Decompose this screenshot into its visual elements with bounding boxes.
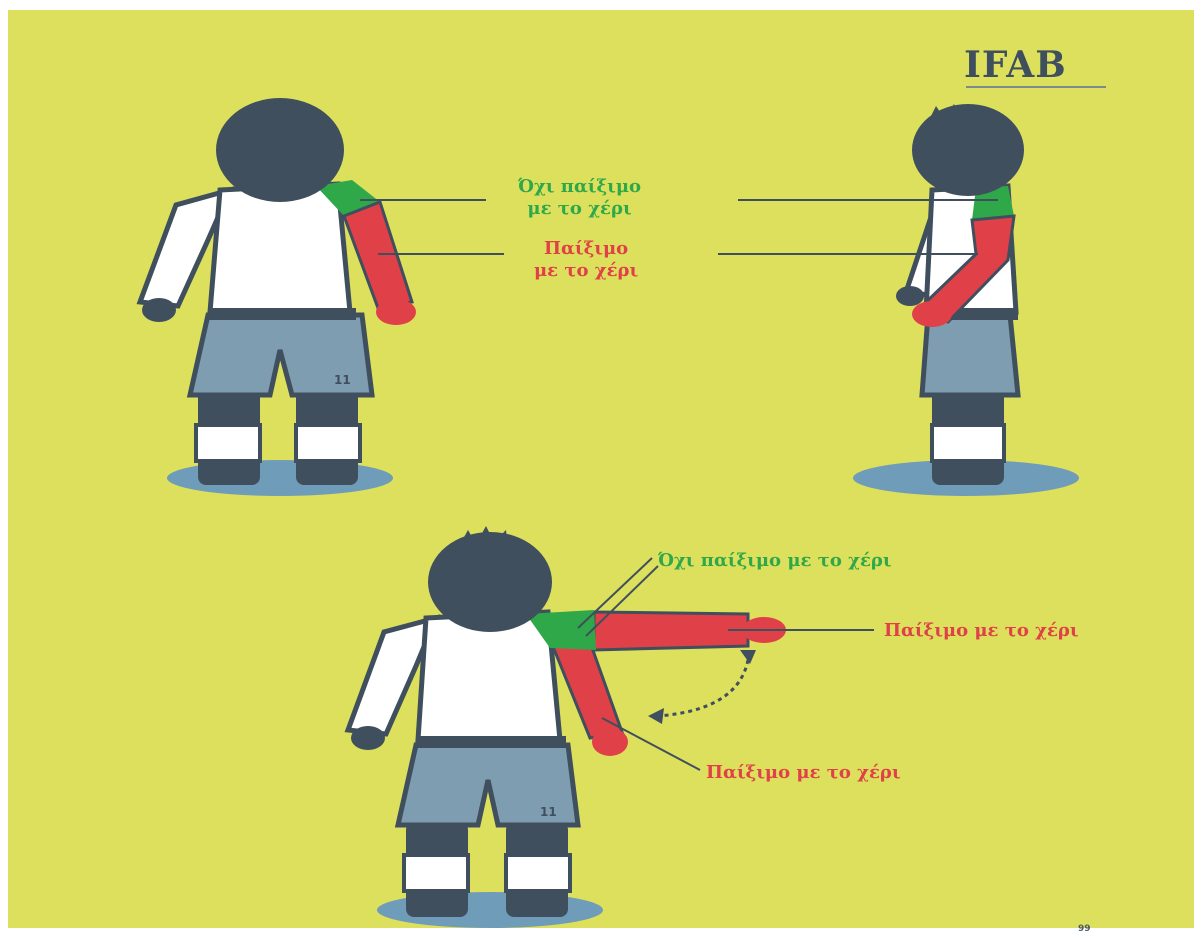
player-arm-raised-view: 11	[348, 526, 786, 928]
player-1-number: 11	[334, 373, 351, 387]
player-3-lowered-hand	[592, 728, 628, 756]
player-side-view	[853, 104, 1079, 496]
player-1-head	[216, 98, 344, 202]
player-2-back-hand	[896, 286, 924, 306]
label-handball-lowered: Παίξιμο με το χέρι	[706, 762, 901, 783]
label-no-handball-top: Όχι παίξιμο με το χέρι	[518, 176, 641, 220]
handball-zone-arm-raised	[594, 612, 748, 650]
player-3-number: 11	[540, 805, 557, 819]
player-1-left-hand	[142, 298, 176, 322]
player-3-head	[428, 532, 552, 632]
player-1-sock-right	[296, 425, 360, 461]
label-handball-top: Παίξιμο με το χέρι	[534, 238, 638, 282]
player-3-sock-right	[506, 855, 570, 891]
player-2-hand	[912, 301, 952, 327]
page-number: 99	[1078, 924, 1091, 934]
label-no-handball-bottom: Όχι παίξιμο με το χέρι	[658, 550, 892, 571]
arrow-head-left	[648, 708, 664, 724]
ifab-logo-tagline	[966, 86, 1106, 88]
arm-movement-arrow	[658, 660, 748, 716]
player-1-right-hand	[376, 299, 416, 325]
player-1-sock-left	[196, 425, 260, 461]
label-handball-raised: Παίξιμο με το χέρι	[884, 620, 1079, 641]
player-2-shorts	[922, 315, 1018, 395]
player-back-view: 11	[140, 98, 416, 496]
diagram-page: 11	[8, 10, 1194, 928]
player-1-waist	[208, 308, 356, 320]
ifab-logo: IFAB	[964, 44, 1067, 86]
player-3-waist	[416, 736, 566, 748]
player-2-head	[912, 104, 1024, 196]
player-1-shirt	[210, 184, 350, 312]
handball-diagram: 11	[8, 10, 1194, 928]
player-2-sock	[932, 425, 1004, 461]
player-3-sock-left	[404, 855, 468, 891]
player-3-left-hand	[351, 726, 385, 750]
